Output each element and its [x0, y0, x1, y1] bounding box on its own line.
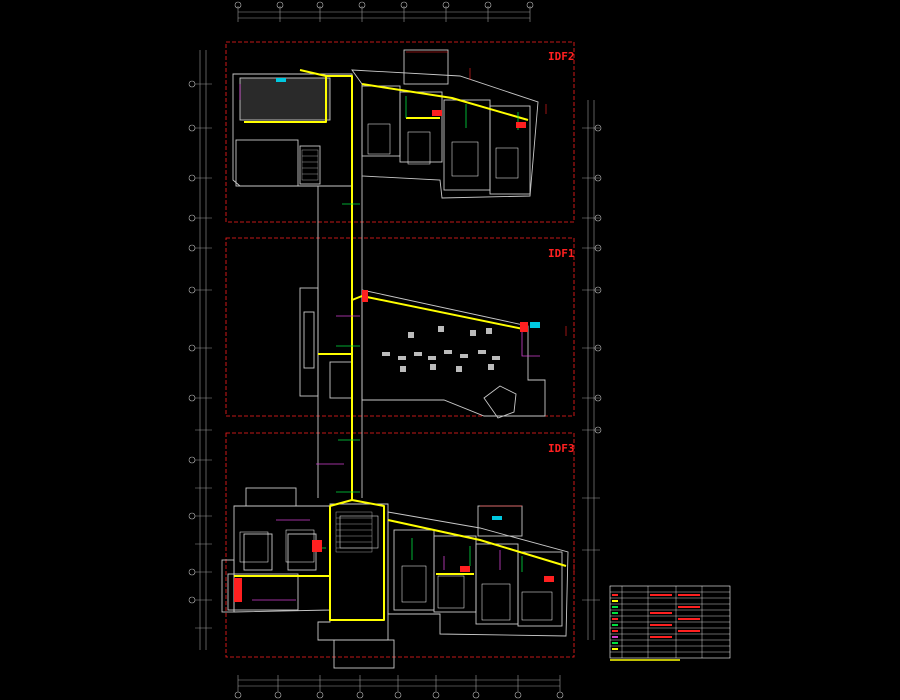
legend-table [609, 585, 731, 661]
zone-boundary-idf2 [225, 41, 575, 223]
dimension-marks [406, 51, 575, 572]
furniture-blocks [239, 123, 553, 621]
zone-boundary-idf3 [225, 432, 575, 658]
zone-label-idf1: IDF1 [548, 247, 575, 260]
stair-cores [301, 149, 373, 553]
idf-equipment [234, 110, 554, 602]
hall-equipment [382, 326, 500, 372]
building-walls [221, 49, 569, 669]
branch-cables-magenta [239, 84, 540, 601]
zone-label-idf3: IDF3 [548, 442, 575, 455]
bottom-axis-grid [237, 675, 561, 692]
cyan-annotations [276, 78, 540, 520]
trunk-cable-route [234, 69, 567, 621]
left-axis-bubbles [188, 80, 196, 604]
right-axis-grid [582, 100, 600, 640]
left-axis-grid [195, 50, 212, 650]
branch-cables-green [316, 96, 523, 572]
top-axis-grid [237, 6, 531, 22]
zone-boundary-idf1 [225, 237, 575, 417]
zone-label-idf2: IDF2 [548, 50, 575, 63]
top-axis-bubbles [234, 1, 534, 9]
right-axis-bubbles [594, 124, 602, 434]
bottom-axis-bubbles [234, 691, 564, 699]
